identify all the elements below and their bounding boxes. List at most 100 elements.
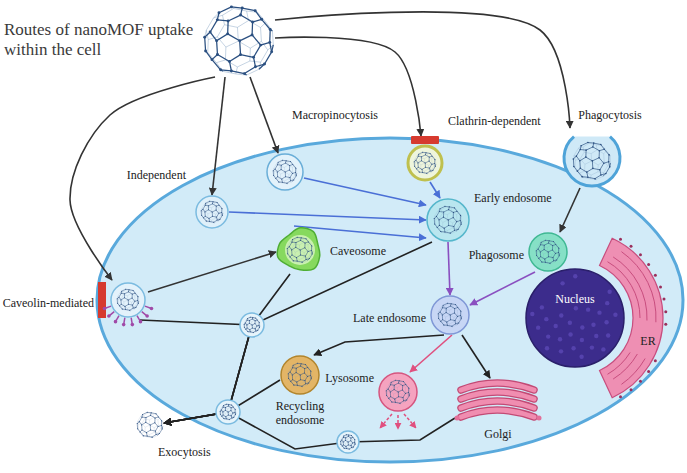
- particle-bond: [250, 61, 261, 62]
- particle-atom: [311, 378, 312, 379]
- particle-bond: [300, 250, 301, 255]
- particle-bond: [276, 163, 279, 165]
- particle-atom: [417, 162, 418, 163]
- particle-bond: [221, 212, 223, 215]
- particle-atom: [249, 329, 250, 330]
- particle-atom: [548, 243, 549, 244]
- particle-atom: [394, 385, 395, 386]
- particle-bond: [430, 164, 432, 168]
- particle-bond: [288, 371, 290, 373]
- chromatin-spot: [546, 334, 550, 338]
- particle-bond: [548, 241, 550, 243]
- flow-arrow: [430, 182, 440, 198]
- particle-bond: [447, 320, 451, 322]
- particle-bond: [451, 303, 455, 305]
- particle-bond: [256, 330, 258, 332]
- particle-atom: [346, 448, 347, 449]
- particle-bond: [408, 393, 410, 395]
- particle-bond: [288, 254, 290, 257]
- particle-bond: [343, 442, 344, 445]
- particle-atom: [346, 434, 347, 435]
- particle-bond: [281, 170, 285, 172]
- nucleus: Nucleus: [525, 268, 625, 368]
- vesicle-membrane: [281, 356, 319, 394]
- particle-atom: [235, 414, 236, 415]
- particle-bond: [558, 253, 560, 255]
- particle-bond: [226, 415, 229, 417]
- particle-atom: [288, 373, 289, 374]
- caveosome: Caveosome: [276, 226, 324, 274]
- particle-bond: [348, 446, 351, 447]
- particle-bond: [230, 414, 231, 417]
- particle-atom: [252, 56, 255, 59]
- particle-bond: [277, 170, 281, 172]
- particle-atom: [286, 160, 287, 161]
- flow-arrow: [212, 77, 225, 195]
- particle-bond: [439, 211, 443, 212]
- particle-bond: [386, 388, 388, 390]
- particle-atom: [239, 53, 242, 56]
- particle-atom: [289, 169, 290, 170]
- particle-atom: [348, 434, 349, 435]
- particle-atom: [259, 44, 262, 47]
- particle-bond: [291, 179, 294, 181]
- particle-bond: [233, 412, 234, 414]
- particle-atom: [300, 249, 301, 250]
- shape-outline: [266, 153, 304, 191]
- particle-bond: [545, 262, 549, 264]
- macropinosome: Macropinocytosis: [266, 153, 304, 191]
- particle-bond: [145, 418, 150, 420]
- particle-bond: [217, 202, 219, 205]
- particle-bond: [288, 372, 290, 374]
- particle-atom: [450, 314, 451, 315]
- particle-bond: [451, 306, 455, 308]
- particle-bond: [431, 170, 433, 172]
- flow-arrow: [462, 335, 490, 378]
- particle-bond: [352, 439, 353, 442]
- caveolin-spike-tip: [139, 320, 143, 324]
- particle-atom: [553, 241, 554, 242]
- particle-atom: [252, 328, 253, 329]
- particle-bond: [249, 320, 250, 323]
- shape-outline: [108, 280, 148, 320]
- nuclear-envelope: [526, 269, 624, 367]
- particle-bond: [210, 32, 216, 41]
- particle-atom: [133, 290, 134, 291]
- particle-atom: [268, 41, 271, 44]
- particle-bond: [603, 154, 604, 161]
- particle-atom: [217, 220, 218, 221]
- particle-bond: [217, 37, 226, 47]
- particle-bond: [548, 252, 549, 257]
- flow-arrow: [410, 335, 452, 372]
- particle-bond: [245, 323, 246, 325]
- particle-atom: [434, 163, 435, 164]
- particle-bond: [435, 164, 437, 166]
- particle-atom: [259, 325, 260, 326]
- particle-bond: [149, 417, 153, 420]
- er-membrane: [600, 238, 664, 398]
- particle-atom: [243, 72, 246, 75]
- chromatin-spot: [545, 346, 549, 350]
- particle-bond: [223, 404, 226, 405]
- particle-bond: [230, 418, 233, 419]
- particle-atom: [288, 378, 289, 379]
- particle-atom: [447, 325, 448, 326]
- shape-outline: [203, 5, 275, 77]
- particle-atom: [446, 312, 447, 313]
- particle-bond: [342, 437, 344, 440]
- particle-bond: [201, 215, 203, 218]
- particle-bond: [129, 310, 131, 311]
- particle-bond: [454, 313, 457, 316]
- particle-atom: [293, 384, 294, 385]
- particle-atom: [594, 178, 596, 180]
- particle-bond: [350, 448, 353, 449]
- particle-bond: [350, 438, 351, 441]
- particle-atom: [223, 418, 224, 419]
- particle-bond: [347, 435, 350, 437]
- particle-bond: [232, 417, 233, 419]
- particle-bond: [277, 178, 280, 180]
- particle-bond: [288, 174, 289, 178]
- particle-bond: [290, 368, 292, 372]
- particle-atom: [536, 250, 537, 251]
- particle-bond: [217, 20, 228, 21]
